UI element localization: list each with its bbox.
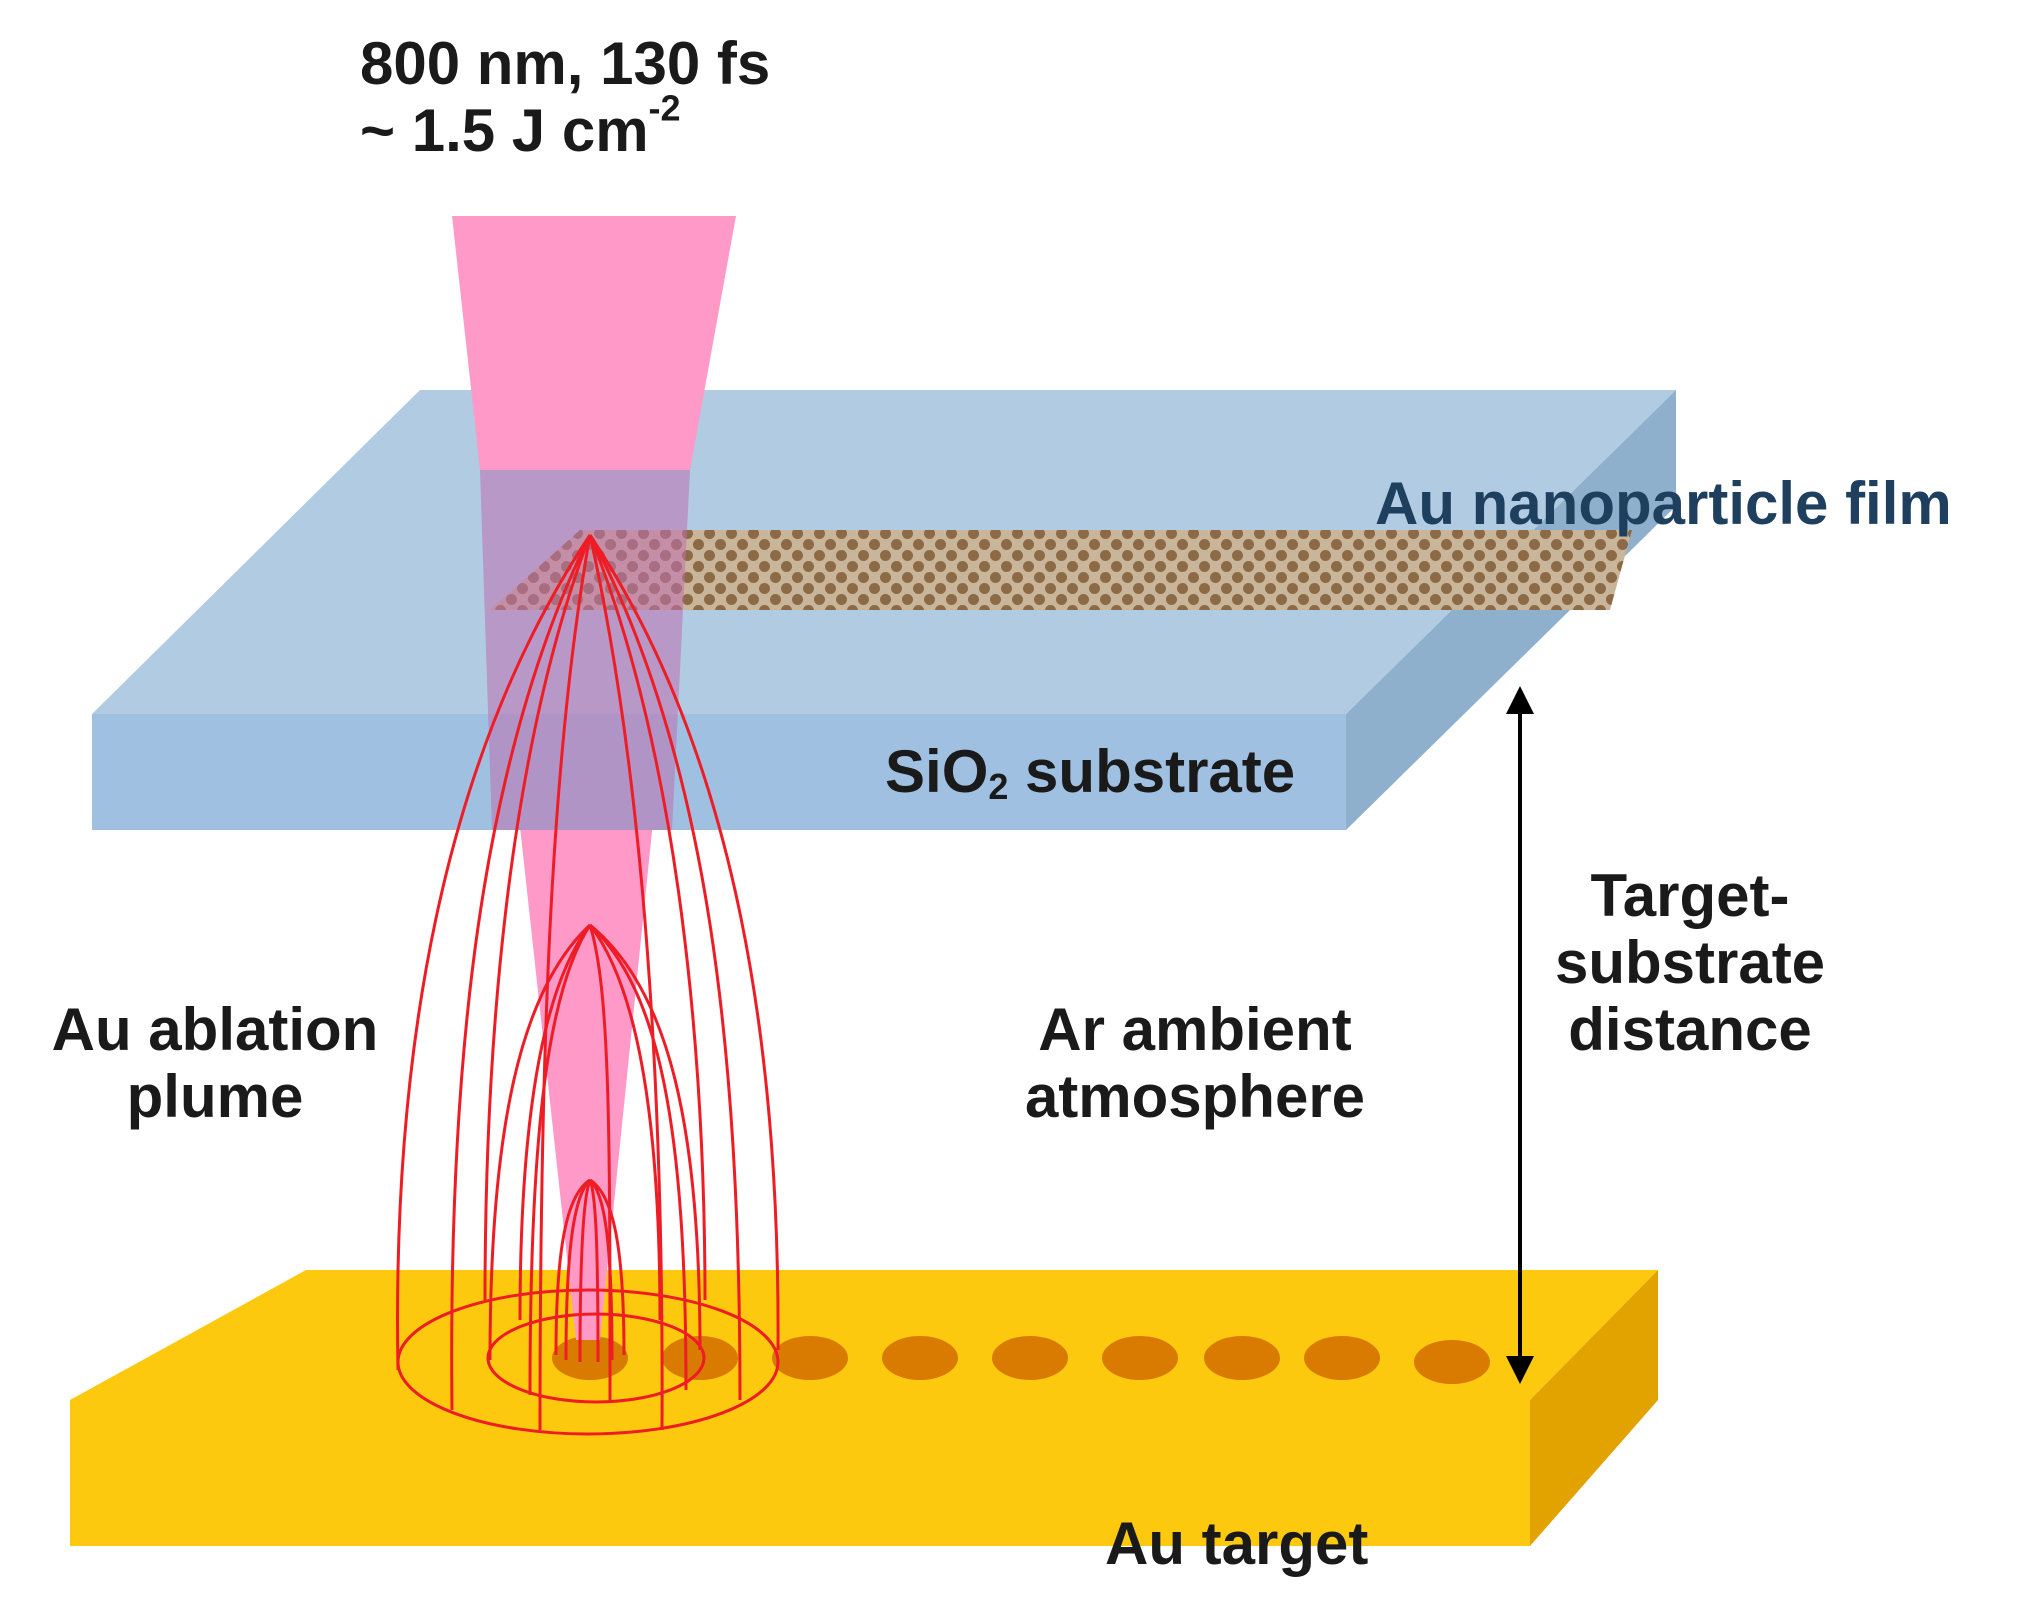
plume-arc (396, 534, 592, 1371)
nanoparticle-film (490, 530, 1632, 610)
plume-arc (483, 534, 592, 1301)
laser-pulse-line: 800 nm, 130 fs (360, 30, 771, 97)
plume-arc (588, 534, 707, 1301)
ablation-spot (1414, 1340, 1490, 1384)
laser-parameters-label: 800 nm, 130 fs ~ 1.5 J cm-2 (360, 30, 770, 164)
distance-label: Target- substrate distance (1554, 862, 1826, 1064)
ablation-spot (1304, 1336, 1380, 1380)
plume-arc (488, 923, 592, 1361)
ablation-spot (662, 1336, 738, 1380)
plume-arc (588, 1178, 614, 1361)
plume-arc (589, 923, 702, 1351)
plume-arc (450, 534, 592, 1411)
ablation-spot (1204, 1336, 1280, 1380)
au-target-top-face (70, 1270, 1658, 1400)
laser-beam-upper (452, 216, 736, 470)
au-target-side-face (1530, 1270, 1658, 1546)
substrate-label: SiO2 substrate (885, 738, 1296, 808)
plume-arc (518, 924, 592, 1321)
ablation-spot (552, 1336, 628, 1380)
plume-middle-ring (486, 1312, 706, 1404)
laser-fluence-line: ~ 1.5 J cm-2 (360, 87, 681, 165)
au-target (70, 1270, 1658, 1546)
ablation-spot (1102, 1336, 1178, 1380)
plume-arc (589, 1178, 626, 1356)
plume-arc (588, 924, 662, 1321)
plume-arc (538, 534, 592, 1431)
plume-arc (588, 1179, 600, 1363)
plume-arc (588, 923, 688, 1391)
plume-arc (554, 1178, 591, 1356)
plume-arc (588, 534, 742, 1401)
ablation-spot (992, 1336, 1068, 1380)
ablation-spot (772, 1336, 848, 1380)
plume-arc (528, 924, 592, 1396)
plume-label: Au ablation plume (51, 996, 379, 1131)
ambient-label: Ar ambient atmosphere (1024, 996, 1366, 1131)
ablation-plume (396, 534, 780, 1436)
plume-arc (588, 534, 780, 1351)
plume-base-ring (396, 1288, 780, 1436)
target-label: Au target (1105, 1510, 1369, 1577)
plume-arc (564, 1178, 592, 1361)
ablation-spots (552, 1336, 1490, 1384)
plume-arc (578, 1179, 592, 1363)
substrate-front-face (92, 714, 1346, 830)
ablation-spot (882, 1336, 958, 1380)
au-target-front-face (70, 1400, 1530, 1546)
plume-arc (588, 534, 664, 1431)
nanoparticle-film-label: Au nanoparticle film (1375, 470, 1952, 537)
